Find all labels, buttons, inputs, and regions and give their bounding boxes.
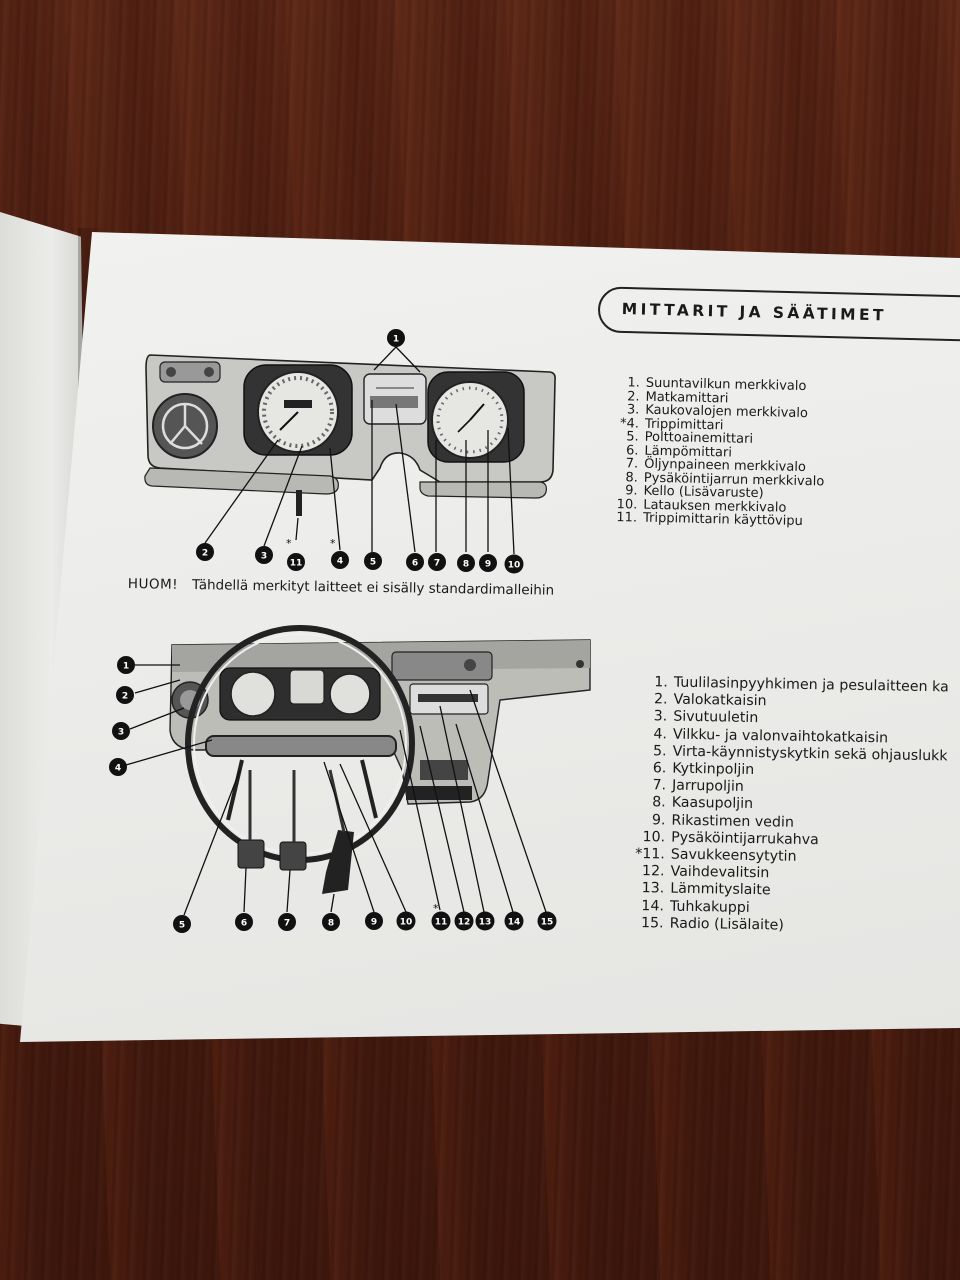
dash-callout-2: 2	[122, 692, 128, 702]
cluster-callouts-top: 1	[387, 329, 405, 347]
dash-callout-10: 10	[400, 918, 413, 928]
callout-3: 3	[261, 552, 267, 562]
callout-asterisk-4: *	[330, 537, 336, 550]
dash-callout-14: 14	[508, 918, 521, 928]
dash-callout-8: 8	[328, 919, 334, 929]
dashboard-legend: 1.Tuulilasinpyyhkimen ja pesulaitteen ka…	[633, 674, 959, 938]
dash-callout-7: 7	[284, 919, 290, 929]
callout-5: 5	[370, 558, 376, 568]
callout-9: 9	[485, 560, 491, 570]
callout-asterisk-11: *	[286, 537, 292, 550]
dash-callout-5: 5	[179, 921, 185, 931]
dash-callout-4: 4	[115, 764, 121, 774]
callout-10: 10	[508, 561, 521, 571]
dash-callout-13: 13	[479, 918, 492, 928]
dash-callout-11: 11	[435, 918, 448, 928]
pedals	[237, 769, 354, 894]
dashboard-callouts-left: 1 2 3 4	[109, 656, 135, 776]
dash-callout-12: 12	[458, 918, 471, 928]
dash-callout-1: 1	[123, 662, 129, 672]
dash-callout-3: 3	[118, 728, 124, 738]
callout-6: 6	[412, 559, 418, 569]
cluster-callouts-bottom: 2 3 * 11 * 4 5 6 7 8 9 10	[196, 537, 524, 574]
callout-top-1: 1	[393, 335, 399, 345]
dashboard-callouts-bottom: 5 6 7 8 9 10 * 11 12 13 14 15	[173, 902, 557, 933]
dashboard-body	[169, 639, 591, 805]
dash-callout-9: 9	[371, 918, 377, 928]
cluster-housing	[144, 354, 556, 516]
dashboard-leader-lines	[125, 664, 547, 916]
callout-4: 4	[337, 557, 343, 567]
callout-8: 8	[463, 560, 469, 570]
dash-callout-15: 15	[541, 918, 554, 928]
dash-callout-6: 6	[241, 919, 247, 929]
callout-2: 2	[202, 549, 208, 559]
callout-7: 7	[434, 559, 440, 569]
dash-callout-asterisk-11: *	[433, 902, 439, 915]
cluster-leader-lines	[204, 346, 515, 555]
callout-11: 11	[290, 559, 303, 569]
